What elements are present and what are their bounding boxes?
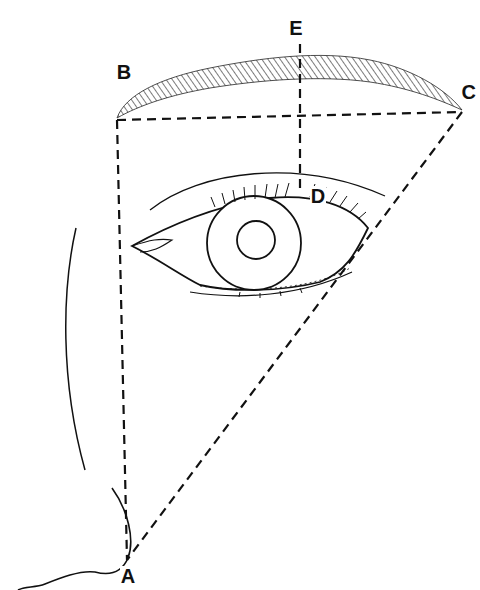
eyelashes (211, 183, 366, 298)
iris (207, 196, 301, 290)
face-outline (66, 228, 85, 470)
nose-outline (18, 488, 131, 590)
guide-lines (117, 44, 462, 560)
inner-corner (132, 239, 172, 252)
point-label: A (120, 566, 136, 586)
point-label: D (310, 186, 326, 206)
point-label: B (116, 62, 132, 82)
eyebrow (117, 55, 462, 118)
point-label: E (288, 18, 303, 38)
pupil (237, 221, 275, 259)
point-label: C (461, 82, 477, 102)
